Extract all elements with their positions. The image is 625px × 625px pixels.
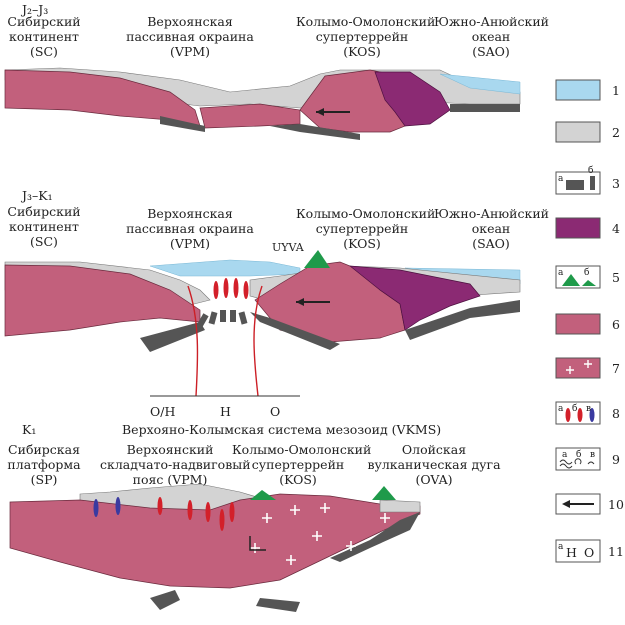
- slab-2-left: [140, 322, 205, 352]
- crust-sc: [4, 69, 201, 127]
- zone-label-h: H: [220, 404, 231, 419]
- arrow-head: [316, 108, 324, 116]
- zone-label-o: O: [270, 404, 281, 419]
- legend-11-H: Н: [566, 545, 577, 560]
- legend-3-a: а: [558, 174, 564, 184]
- crust-sc-2: [4, 264, 201, 337]
- granite-crosses: [250, 503, 390, 565]
- slab-2-right: [250, 312, 340, 350]
- legend-9-v: в: [590, 450, 596, 460]
- legend: [555, 79, 601, 563]
- unit-label-1-sc: Сибирский континент (SC): [7, 14, 81, 59]
- legend-num-4: 4: [612, 221, 620, 236]
- unit-label-2-vpm: Верхоянская пассивная окраина (VPM): [126, 206, 254, 251]
- unit-label-3-ova: Олойская вулканическая дуга (OVA): [367, 442, 501, 487]
- sea-1: [439, 73, 521, 95]
- legend-8-a: а: [558, 404, 564, 414]
- legend-num-10: 10: [608, 497, 624, 512]
- legend-num-6: 6: [612, 317, 620, 332]
- fault-right: [253, 285, 263, 397]
- kos-core: [374, 71, 451, 127]
- legend-swatch-2: [555, 121, 601, 143]
- zone-label-oh: O/H: [150, 404, 176, 419]
- panel-3-section: [9, 483, 421, 612]
- slab-fragments-2: [197, 310, 248, 327]
- period-label-1: J₂–J₃: [22, 2, 49, 17]
- legend-num-5: 5: [612, 270, 620, 285]
- crust-vpm: [199, 103, 301, 129]
- legend-8-v: в: [586, 404, 592, 414]
- legend-num-8: 8: [612, 406, 620, 421]
- legend-8-b: б: [572, 404, 578, 414]
- fault-left: [187, 285, 199, 397]
- legend-11-O: О: [584, 545, 595, 560]
- slab-right: [270, 124, 360, 140]
- legend-3-b: б: [588, 166, 594, 176]
- legend-11-a: а: [558, 542, 564, 552]
- unit-label-1-kos: Колымо-Омолонский супертеррейн (KOS): [296, 14, 436, 59]
- legend-5-a: а: [558, 268, 564, 278]
- crust-3: [9, 493, 421, 589]
- unit-label-3-sp: Сибирская платформа (SP): [7, 442, 81, 487]
- period-label-2: J₃–K₁: [22, 188, 53, 203]
- legend-swatch-11: [555, 539, 601, 563]
- unit-label-2-sc: Сибирский континент (SC): [7, 204, 81, 249]
- sea-2: [149, 259, 301, 277]
- legend-num-3: 3: [612, 176, 620, 191]
- sediment-3b: [379, 499, 421, 513]
- panel-2-section: [4, 250, 521, 397]
- kos-core-2: [348, 265, 481, 331]
- legend-swatch-1: [555, 79, 601, 101]
- rotation-marker: [249, 536, 266, 551]
- unit-label-1-vpm: Верхоянская пассивная окраина (VPM): [126, 14, 254, 59]
- panel-1-section: [4, 67, 521, 140]
- legend-num-2: 2: [612, 125, 620, 140]
- volcano-3a: [250, 490, 276, 500]
- legend-swatch-4: [555, 217, 601, 239]
- unit-label-1-sao: Южно-Анюйский океан (SAO): [434, 14, 549, 59]
- slab-3-bottom2: [256, 598, 300, 612]
- volcano-uyva: [304, 250, 330, 268]
- legend-num-9: 9: [612, 452, 620, 467]
- legend-num-11: 11: [608, 544, 624, 559]
- slab-3-right: [330, 512, 420, 562]
- arc-label-uyva: UYVA: [272, 241, 304, 254]
- volcano-3b: [372, 486, 396, 500]
- legend-num-7: 7: [612, 361, 620, 376]
- unit-label-2-sao: Южно-Анюйский океан (SAO): [434, 206, 549, 251]
- slab-3-bottom: [150, 590, 180, 610]
- system-title: Верхояно-Колымская система мезозоид (VKM…: [122, 422, 442, 437]
- unit-label-3-vpm: Верхоянский складчато-надвиговый пояс (V…: [100, 442, 251, 487]
- legend-5-b: б: [584, 268, 590, 278]
- slab-ocean: [450, 104, 520, 112]
- legend-num-1: 1: [612, 83, 620, 98]
- legend-9-b: б: [576, 450, 582, 460]
- legend-swatch-7: [555, 357, 601, 379]
- slab-2-ocean: [405, 300, 520, 340]
- legend-swatch-6: [555, 313, 601, 335]
- legend-9-a: а: [562, 450, 568, 460]
- intrusions-3: [93, 497, 235, 531]
- arrow-head-2: [296, 298, 304, 306]
- period-label-3: K₁: [22, 422, 37, 437]
- unit-label-3-kos: Колымо-Омолонский супертеррейн (KOS): [232, 442, 372, 487]
- unit-label-2-kos: Колымо-Омолонский супертеррейн (KOS): [296, 206, 436, 251]
- intrusions-2: [213, 278, 249, 299]
- slab-left: [160, 116, 205, 132]
